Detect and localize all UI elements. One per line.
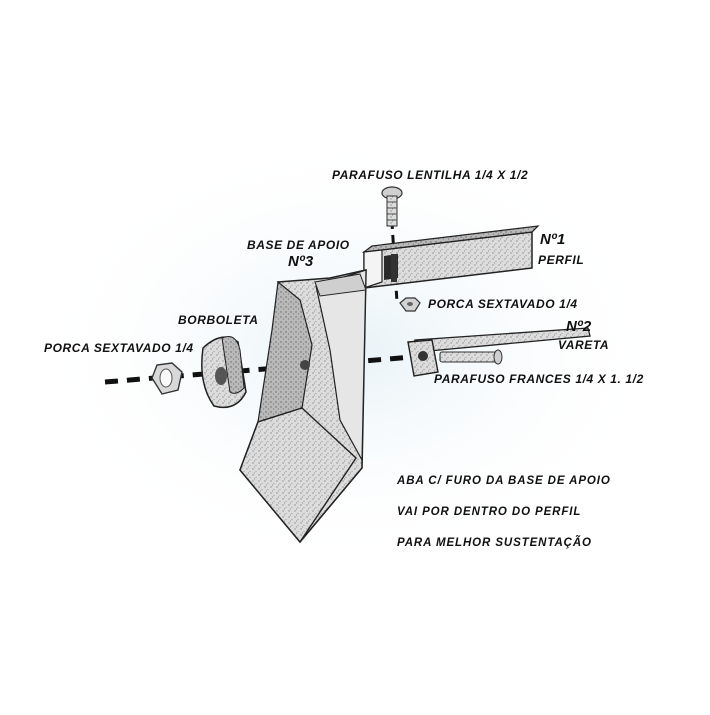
label-borboleta: BORBOLETA [178,313,259,327]
note-line-1: ABA C/ FURO DA BASE DE APOIO [397,475,611,487]
borboleta-wing-nut [201,336,247,409]
vareta-rod [407,327,591,377]
parafuso-lentilha-bolt [381,186,403,227]
label-perfil: PERFIL [538,253,585,267]
porca-sextavado-right-nut [399,297,421,312]
label-porca-sextavado-right: PORCA SEXTAVADO 1/4 [428,297,578,311]
label-number-1: Nº1 [540,231,566,248]
label-number-2: Nº2 [566,318,592,335]
label-parafuso-frances: PARAFUSO FRANCES 1/4 X 1. 1/2 [434,372,644,386]
base-de-apoio-bracket [239,268,367,544]
label-vareta: VARETA [558,338,610,352]
label-parafuso-lentilha: PARAFUSO LENTILHA 1/4 X 1/2 [332,168,529,182]
note-line-2: VAI POR DENTRO DO PERFIL [397,506,582,518]
parafuso-frances-bolt [439,349,503,365]
label-number-3: Nº3 [288,253,314,270]
label-porca-sextavado-left: PORCA SEXTAVADO 1/4 [44,341,194,355]
note-line-3: PARA MELHOR SUSTENTAÇÃO [397,537,592,549]
label-base-de-apoio: BASE DE APOIO [247,238,350,252]
porca-sextavado-left-nut [151,362,183,395]
